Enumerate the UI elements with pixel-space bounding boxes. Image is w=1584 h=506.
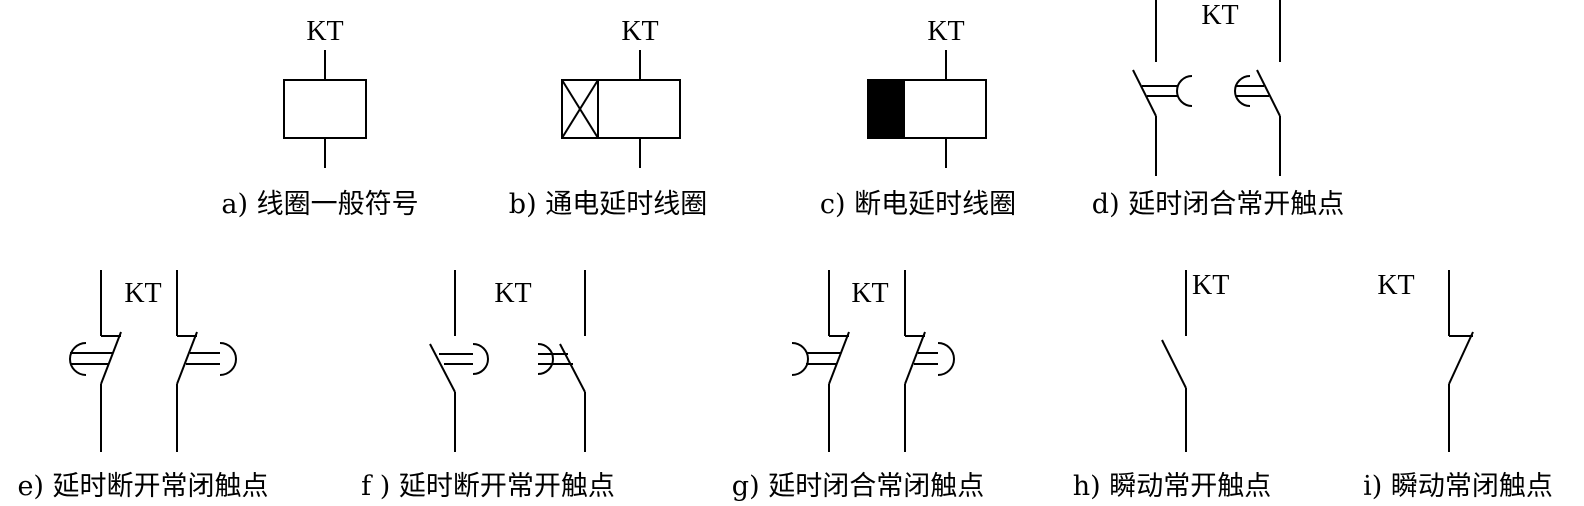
symbol-g-tag: KT [851, 278, 888, 309]
symbol-g-delayed-closing-nc-contact: KT g) 延时闭合常闭触点 [732, 270, 984, 502]
symbol-d-left-blade [1132, 69, 1157, 117]
symbol-e-right-arc [219, 342, 237, 376]
symbol-i-caption: i) 瞬动常闭触点 [1363, 471, 1553, 502]
symbol-c-filled-block [867, 79, 905, 139]
symbol-b-on-delay-coil: KT b) 通电延时线圈 [509, 16, 707, 220]
symbol-e-caption: e) 延时断开常闭触点 [17, 471, 268, 502]
symbol-a-caption: a) 线圈一般符号 [221, 189, 418, 220]
symbol-g-caption: g) 延时闭合常闭触点 [732, 471, 984, 502]
symbol-f-tag: KT [494, 278, 531, 309]
symbol-c-caption: c) 断电延时线圈 [820, 189, 1016, 220]
symbol-e-delayed-opening-nc-contact: KT e) 延时断开常闭触点 [17, 270, 269, 502]
symbol-f-delayed-opening-no-contact: KT f ) 延时断开常开触点 [361, 270, 615, 502]
symbol-i-blade [1448, 331, 1474, 385]
symbol-a-tag: KT [306, 16, 343, 47]
symbol-g-right-blade [904, 331, 926, 385]
symbol-f-right-blade [559, 343, 586, 393]
symbol-g-right-arc [937, 342, 955, 376]
symbol-b-coil-box [561, 79, 681, 139]
symbol-i-instant-nc-contact: KT i) 瞬动常闭触点 [1363, 270, 1553, 502]
symbol-e-left-arc [69, 342, 87, 376]
symbol-c-off-delay-coil: KT c) 断电延时线圈 [820, 16, 1016, 220]
symbol-a-coil-box [283, 79, 367, 139]
symbol-e-tag: KT [124, 278, 161, 309]
symbol-d-left-arc [1176, 75, 1193, 107]
symbol-a-coil-general: KT a) 线圈一般符号 [221, 16, 418, 220]
symbol-b-cross-2 [561, 79, 599, 139]
symbol-h-tag: KT [1192, 270, 1229, 301]
symbol-d-right-arc [1234, 75, 1251, 107]
symbol-f-caption: f ) 延时断开常开触点 [361, 471, 615, 502]
symbol-d-delayed-closing-no-contact: KT d) 延时闭合常开触点 [1092, 0, 1344, 220]
symbol-c-tag: KT [927, 16, 964, 47]
symbol-b-tag: KT [621, 16, 658, 47]
symbol-d-caption: d) 延时闭合常开触点 [1092, 189, 1344, 220]
symbol-i-tag: KT [1377, 270, 1414, 301]
symbol-f-left-blade [429, 343, 456, 393]
symbol-f-left-arc [472, 343, 489, 375]
symbol-h-blade [1161, 339, 1187, 389]
symbol-g-left-blade [828, 331, 850, 385]
symbol-h-caption: h) 瞬动常开触点 [1073, 471, 1272, 502]
symbol-e-right-blade [176, 331, 198, 385]
symbol-h-instant-no-contact: KT h) 瞬动常开触点 [1073, 270, 1272, 502]
symbol-d-tag: KT [1201, 0, 1238, 31]
symbol-e-left-blade [100, 331, 122, 385]
symbol-d-right-blade [1256, 69, 1281, 117]
symbol-b-caption: b) 通电延时线圈 [509, 189, 707, 220]
symbol-g-left-arc [791, 342, 809, 376]
symbol-f-right-arc [537, 343, 554, 375]
